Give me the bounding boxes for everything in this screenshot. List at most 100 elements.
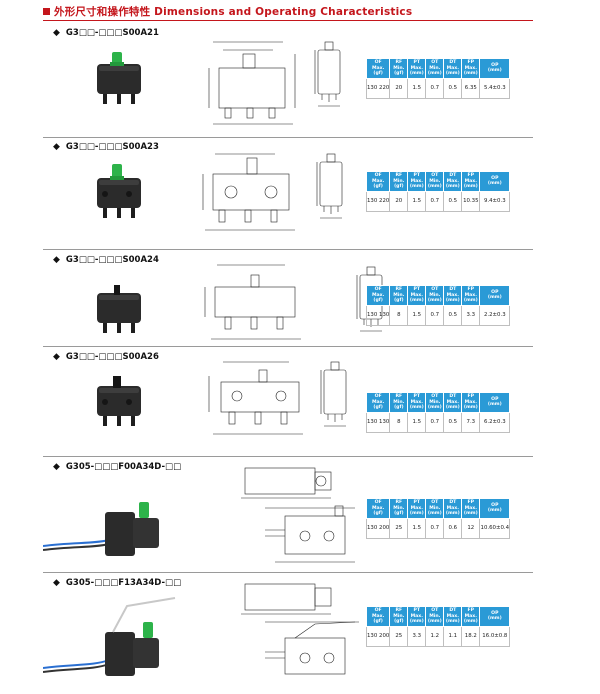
diamond-icon: ◆ <box>53 142 60 152</box>
cell-fp: 6.35 <box>461 77 481 99</box>
cell-of: 130 130 <box>365 304 391 326</box>
cell-rf: 25 <box>389 517 409 539</box>
cell-pt: 1.5 <box>407 304 427 326</box>
cell-op: 5.4±0.3 <box>479 77 511 99</box>
cell-ot: 0.7 <box>425 77 445 99</box>
side-drawing <box>316 153 343 219</box>
product-photo <box>97 376 141 426</box>
cell-of: 130 220 <box>365 77 391 99</box>
cell-pt: 3.3 <box>407 625 427 647</box>
cell-of: 130 200 <box>365 517 391 539</box>
column-header-op: OP(mm) <box>479 606 511 627</box>
cell-pt: 1.5 <box>407 190 427 212</box>
front-drawing <box>204 264 301 340</box>
product-photo <box>43 597 176 676</box>
front-drawing <box>265 621 359 675</box>
column-header-op: OP(mm) <box>479 171 511 192</box>
model-name: ◆G305-□□□F00A34D-□□ <box>53 462 182 472</box>
cell-pt: 1.5 <box>407 517 427 539</box>
model-name: ◆G305-□□□F13A34D-□□ <box>53 578 182 588</box>
column-header-op: OP(mm) <box>479 285 511 306</box>
cell-dt: 1.1 <box>443 625 463 647</box>
section-divider <box>43 249 533 250</box>
cell-op: 16.0±0.8 <box>479 625 511 647</box>
cell-rf: 20 <box>389 190 409 212</box>
cell-op: 10.60±0.4 <box>479 517 511 539</box>
diamond-icon: ◆ <box>53 462 60 472</box>
header-square-icon <box>43 7 50 15</box>
front-drawing <box>208 41 296 125</box>
diamond-icon: ◆ <box>53 352 60 362</box>
top-drawing <box>241 583 332 615</box>
product-photo <box>43 502 159 556</box>
top-drawing <box>241 467 332 499</box>
cell-ot: 0.7 <box>425 411 445 433</box>
product-photo <box>97 285 141 333</box>
front-drawing <box>265 505 355 563</box>
cell-pt: 1.5 <box>407 77 427 99</box>
table-row: 130 130 8 1.5 0.7 0.5 7.3 6.2±0.3 <box>365 411 511 433</box>
cell-dt: 0.5 <box>443 304 463 326</box>
section-divider <box>43 572 533 573</box>
table-row: 130 130 8 1.5 0.7 0.5 3.3 2.2±0.3 <box>365 304 511 326</box>
cell-of: 130 200 <box>365 625 391 647</box>
column-header-op: OP(mm) <box>479 392 511 413</box>
cell-op: 2.2±0.3 <box>479 304 511 326</box>
column-header-op: OP(mm) <box>479 58 511 79</box>
cell-fp: 3.3 <box>461 304 481 326</box>
cell-rf: 25 <box>389 625 409 647</box>
table-row: 130 220 20 1.5 0.7 0.5 10.35 9.4±0.3 <box>365 190 511 212</box>
section-divider <box>43 137 533 138</box>
model-name: ◆G3□□-□□□S00A21 <box>53 28 159 38</box>
page-header: 外形尺寸和操作特性 Dimensions and Operating Chara… <box>43 4 412 18</box>
cell-rf: 8 <box>389 304 409 326</box>
cell-ot: 0.7 <box>425 304 445 326</box>
cell-dt: 0.5 <box>443 190 463 212</box>
cell-fp: 12 <box>461 517 481 539</box>
diamond-icon: ◆ <box>53 255 60 265</box>
cell-fp: 10.35 <box>461 190 481 212</box>
header-title: 外形尺寸和操作特性 Dimensions and Operating Chara… <box>54 5 413 18</box>
cell-dt: 0.5 <box>443 411 463 433</box>
section-divider <box>43 346 533 347</box>
model-name: ◆G3□□-□□□S00A23 <box>53 142 159 152</box>
cell-dt: 0.6 <box>443 517 463 539</box>
model-name: ◆G3□□-□□□S00A24 <box>53 255 159 265</box>
